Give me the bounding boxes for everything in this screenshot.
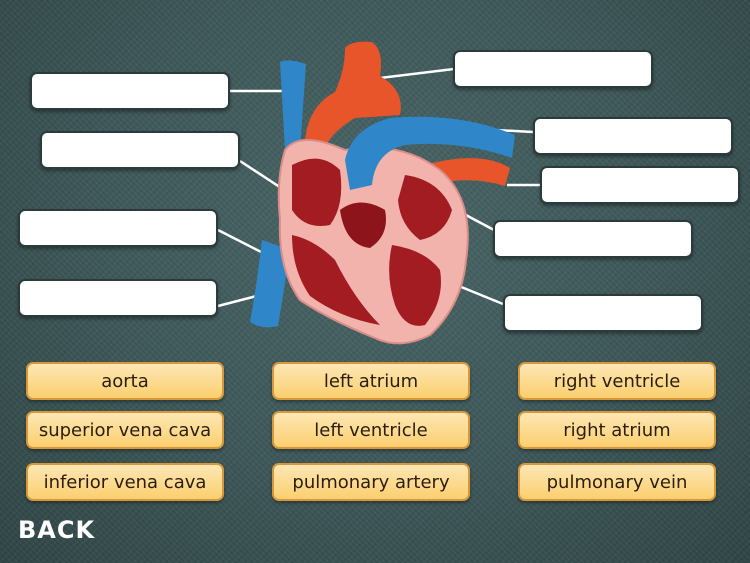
word-chip-right-atrium[interactable]: right atrium [518, 411, 716, 449]
word-chip-left-atrium[interactable]: left atrium [272, 362, 470, 400]
label-slot[interactable] [533, 117, 733, 155]
leader-line [371, 67, 455, 81]
word-chip-right-ventricle[interactable]: right ventricle [518, 362, 716, 400]
word-chip-pulmonary-vein[interactable]: pulmonary vein [518, 463, 716, 501]
valves-shape [340, 202, 386, 248]
aorta-shape [304, 41, 401, 168]
label-slot[interactable] [18, 279, 218, 317]
label-slot[interactable] [540, 166, 740, 204]
label-slot[interactable] [18, 209, 218, 247]
word-chip-superior-vena-cava[interactable]: superior vena cava [26, 411, 224, 449]
pulmonary-artery-shape [345, 116, 515, 190]
right-atrium-shape [292, 158, 342, 226]
right-ventricle-shape [292, 235, 380, 325]
word-chip-pulmonary-artery[interactable]: pulmonary artery [272, 463, 470, 501]
left-ventricle-shape [389, 245, 441, 326]
label-slot[interactable] [40, 131, 240, 169]
left-atrium-shape [398, 175, 452, 240]
word-chip-inferior-vena-cava[interactable]: inferior vena cava [26, 463, 224, 501]
label-slot[interactable] [493, 220, 693, 258]
inferior-vena-cava-shape [250, 240, 290, 328]
label-slot[interactable] [453, 50, 653, 88]
back-button[interactable]: BACK [18, 516, 96, 544]
word-chip-aorta[interactable]: aorta [26, 362, 224, 400]
label-slot[interactable] [503, 294, 703, 332]
word-chip-left-ventricle[interactable]: left ventricle [272, 411, 470, 449]
label-slot[interactable] [30, 72, 230, 110]
superior-vena-cava-shape [280, 60, 306, 150]
